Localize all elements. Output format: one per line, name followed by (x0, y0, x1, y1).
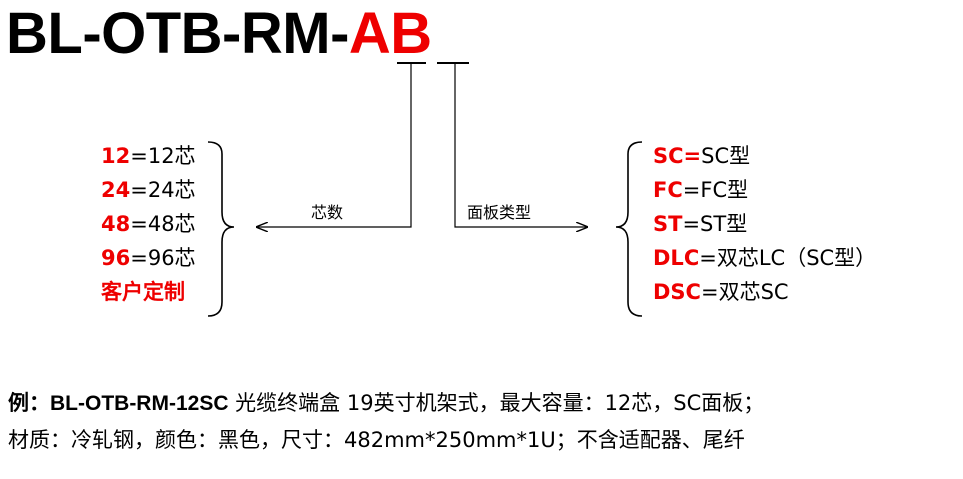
model-code-a: A (348, 1, 391, 66)
example-line-1: 例：BL-OTB-RM-12SC 光缆终端盒 19英寸机架式，最大容量：12芯，… (8, 385, 764, 422)
model-prefix: BL-OTB-RM- (6, 1, 349, 66)
cores-option-custom: 客户定制 (101, 275, 196, 309)
option-code: 96 (101, 246, 131, 270)
option-code: 客户定制 (101, 280, 185, 304)
right-brace (615, 141, 643, 317)
option-text: =48芯 (130, 212, 196, 236)
example-line-2: 材质：冷轧钢，颜色：黑色，尺寸：482mm*250mm*1U；不含适配器、尾纤 (8, 428, 745, 452)
option-code: 24 (101, 178, 131, 202)
left-brace (207, 141, 235, 317)
branch-b-line (454, 63, 587, 227)
cores-option: 48=48芯 (101, 207, 196, 241)
panel-option: FC=FC型 (653, 173, 876, 207)
option-text: =96芯 (130, 246, 196, 270)
cores-options-list: 12=12芯 24=24芯 48=48芯 96=96芯 客户定制 (101, 139, 196, 309)
cores-option: 96=96芯 (101, 241, 196, 275)
panel-option: ST=ST型 (653, 207, 876, 241)
example-description: 光缆终端盒 19英寸机架式，最大容量：12芯，SC面板； (228, 391, 765, 415)
cores-option: 12=12芯 (101, 139, 196, 173)
example-text: 例：BL-OTB-RM-12SC 光缆终端盒 19英寸机架式，最大容量：12芯，… (8, 385, 764, 458)
option-text: =24芯 (130, 178, 196, 202)
model-code-b: B (390, 1, 432, 66)
option-text: =双芯SC (700, 280, 789, 304)
option-text: SC型 (701, 144, 751, 168)
example-prefix: 例： (8, 392, 50, 415)
branch-a-line (257, 63, 412, 227)
panel-option: DLC=双芯LC（SC型） (653, 241, 876, 275)
panel-options-list: SC=SC型 FC=FC型 ST=ST型 DLC=双芯LC（SC型） DSC=双… (653, 139, 876, 309)
cores-option: 24=24芯 (101, 173, 196, 207)
panel-option: DSC=双芯SC (653, 275, 876, 309)
branch-label-cores: 芯数 (311, 203, 344, 222)
option-text: =FC型 (682, 178, 749, 202)
option-code: 12 (101, 144, 131, 168)
option-text: =双芯LC（SC型） (699, 246, 877, 270)
option-code: 48 (101, 212, 131, 236)
model-title: BL-OTB-RM-AB (6, 2, 432, 66)
option-text: =ST型 (682, 212, 748, 236)
option-code: SC= (653, 144, 702, 168)
option-code: ST (653, 212, 683, 236)
option-code: DLC (653, 246, 700, 270)
example-model: BL-OTB-RM-12SC (50, 392, 229, 415)
branch-label-panel: 面板类型 (467, 203, 532, 222)
option-code: DSC (653, 280, 701, 304)
panel-option: SC=SC型 (653, 139, 876, 173)
option-text: =12芯 (130, 144, 196, 168)
option-code: FC (653, 178, 683, 202)
